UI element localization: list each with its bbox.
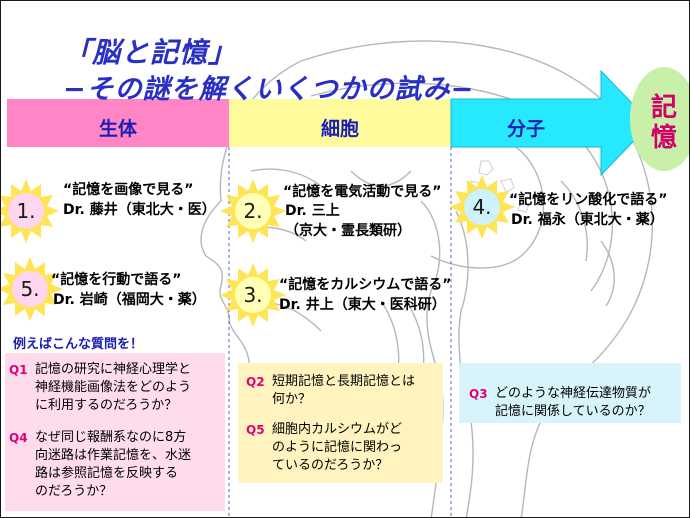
question-id: Q5 (246, 423, 265, 437)
band-label-molecule: 分子 (506, 118, 545, 140)
speaker-number-1: 1. (16, 199, 36, 223)
band-label-cell: 細胞 (320, 118, 359, 140)
speaker-1-name: Dr. 藤井（東北大・医） (63, 202, 216, 218)
slide-subtitle: −その謎を解くいくつかの試み− (63, 74, 475, 105)
question-id: Q1 (9, 363, 28, 377)
question-text: 記憶の研究に神経心理学と 神経機能画像法をどのよう に利用するのだろうか？ (35, 362, 192, 413)
speaker-5-topic: “記憶を行動で語る” (51, 272, 182, 288)
slide-title: 「脳と記憶」 (63, 36, 238, 69)
question-id: Q4 (9, 431, 28, 445)
speaker-number-4: 4. (472, 195, 492, 219)
speaker-4-topic: “記憶をリン酸化で語る” (509, 192, 668, 208)
questions-box-molecule (459, 363, 681, 423)
speaker-number-3: 3. (243, 283, 263, 307)
memory-label: 記 憶 (641, 93, 687, 153)
example-questions-label: 例えばこんな質問を！ (13, 337, 144, 352)
question-text: どのような神経伝達物質が 記憶に関係しているのか？ (495, 386, 652, 419)
question-text: 短期記憶と長期記憶とは 何か？ (272, 374, 416, 407)
question-id: Q2 (246, 375, 265, 389)
speaker-4-name: Dr. 福永（東北大・薬） (511, 212, 664, 228)
question-text: なぜ同じ報酬系なのに8方 向迷路は作業記憶を、水迷 路は参照記憶を反映する のだ… (35, 430, 192, 499)
question-text: 細胞内カルシウムがど のように記憶に関わっ ているのだろうか？ (272, 422, 403, 473)
speaker-5-name: Dr. 岩崎（福岡大・薬） (53, 292, 206, 308)
speaker-3-name: Dr. 井上（東大・医科研） (279, 297, 446, 313)
speaker-3-topic: “記憶をカルシウムで語る” (279, 277, 452, 293)
memory-label-text: 記 憶 (650, 93, 677, 153)
speaker-2-topic: “記憶を電気活動で見る” (283, 184, 442, 200)
speaker-2-name: Dr. 三上 (285, 203, 340, 219)
speaker-1-topic: “記憶を画像で見る” (63, 182, 194, 198)
questions-box-cell (238, 363, 443, 483)
questions-box-organism (5, 353, 225, 511)
starburst-group (1, 175, 515, 327)
band-label-organism: 生体 (98, 118, 137, 140)
speaker-2-affiliation: （京大・霊長類研） (285, 223, 411, 239)
question-id: Q3 (469, 387, 488, 401)
speaker-number-5: 5. (20, 277, 40, 301)
speaker-number-2: 2. (243, 199, 263, 223)
